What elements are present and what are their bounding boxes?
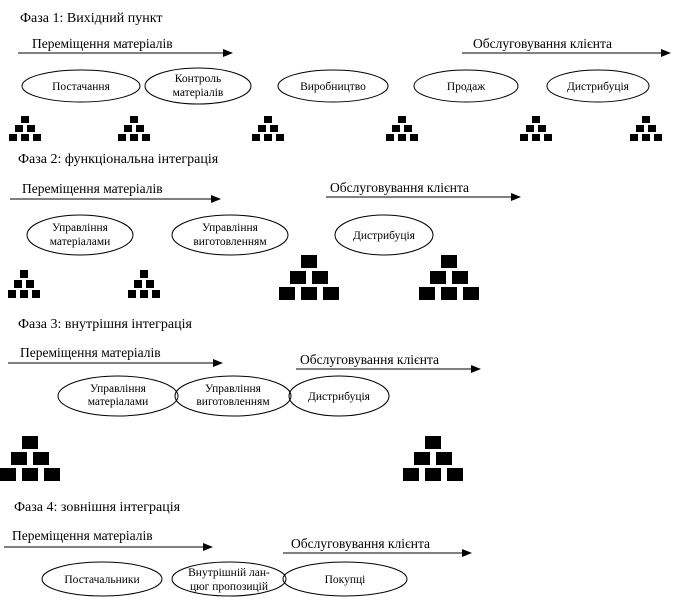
inventory-stack-icon bbox=[520, 116, 552, 141]
process-node: Внутрішній лан- цюг пропозицій bbox=[171, 561, 287, 597]
inventory-stack-icon bbox=[630, 116, 662, 141]
process-node: Постачальники bbox=[41, 561, 163, 597]
node-label: Постачання bbox=[52, 81, 110, 93]
node-label: Дистрибуція bbox=[567, 81, 630, 93]
phase-4: Фаза 4: зовнішня інтеграція Переміщення … bbox=[4, 500, 472, 597]
process-node: Дистрибуція bbox=[334, 214, 434, 256]
process-node: Управління виготовленням bbox=[171, 214, 289, 256]
node-label: виготовленням bbox=[196, 396, 270, 408]
node-label: Виробництво bbox=[300, 81, 366, 93]
node-label: матеріалів bbox=[173, 87, 224, 99]
inventory-stack-icon bbox=[8, 270, 40, 298]
node-label: виготовленням bbox=[193, 236, 267, 248]
process-node: Управління матеріалами bbox=[57, 375, 179, 417]
materials-flow-label: Переміщення матеріалів bbox=[20, 345, 161, 360]
phase-1: Фаза 1: Вихідний пункт Переміщення матер… bbox=[9, 11, 671, 141]
node-label: Дистрибуція bbox=[353, 230, 416, 242]
node-label: матеріалами bbox=[88, 396, 149, 408]
phase-title: Фаза 2: функціональна інтеграція bbox=[18, 152, 219, 167]
materials-flow-label: Переміщення матеріалів bbox=[12, 528, 153, 543]
node-label: цюг пропозицій bbox=[190, 581, 268, 593]
materials-flow-label: Переміщення матеріалів bbox=[32, 36, 173, 51]
phase-2: Фаза 2: функціональна інтеграція Переміщ… bbox=[8, 152, 521, 300]
inventory-stack-icon bbox=[9, 116, 41, 141]
node-label: Управління bbox=[205, 383, 262, 395]
node-label: Управління bbox=[202, 222, 259, 234]
process-node: Постачання bbox=[21, 69, 141, 103]
inventory-stack-icon-large bbox=[419, 255, 479, 300]
node-label: матеріалами bbox=[50, 236, 111, 248]
inventory-stack-icon-large bbox=[403, 436, 463, 481]
service-flow-label: Обслуговування клієнта bbox=[291, 536, 430, 551]
process-node: Управління матеріалами bbox=[26, 214, 134, 256]
service-flow-label: Обслуговування клієнта bbox=[300, 352, 439, 367]
phase-title: Фаза 3: внутрішня інтеграція bbox=[18, 317, 192, 332]
phase-3: Фаза 3: внутрішня інтеграція Переміщення… bbox=[0, 317, 481, 481]
process-node: Управління виготовленням bbox=[174, 375, 292, 417]
process-node: Контроль матеріалів bbox=[144, 67, 252, 105]
node-label: Покупці bbox=[325, 574, 366, 586]
node-label: Управління bbox=[52, 222, 109, 234]
phase-title: Фаза 4: зовнішня інтеграція bbox=[14, 500, 181, 515]
materials-flow-label: Переміщення матеріалів bbox=[22, 181, 163, 196]
node-label: Постачальники bbox=[64, 574, 139, 586]
inventory-stack-icon-large bbox=[0, 436, 60, 481]
process-node: Покупці bbox=[282, 561, 408, 597]
process-node: Дистрибуція bbox=[288, 375, 390, 417]
phase-title: Фаза 1: Вихідний пункт bbox=[20, 11, 162, 26]
node-label: Продаж bbox=[447, 81, 485, 93]
inventory-stack-icon bbox=[386, 116, 418, 141]
process-node: Дистрибуція bbox=[546, 69, 650, 103]
process-node: Продаж bbox=[413, 69, 519, 103]
process-node: Виробництво bbox=[277, 69, 389, 103]
inventory-stack-icon bbox=[118, 116, 150, 141]
node-label: Внутрішній лан- bbox=[188, 567, 270, 579]
inventory-stack-icon bbox=[128, 270, 160, 298]
node-label: Контроль bbox=[175, 73, 222, 85]
node-label: Дистрибуція bbox=[308, 391, 371, 403]
inventory-stack-icon-large bbox=[279, 255, 339, 300]
service-flow-label: Обслуговування клієнта bbox=[473, 36, 612, 51]
node-label: Управління bbox=[90, 383, 147, 395]
inventory-stack-icon bbox=[252, 116, 284, 141]
service-flow-label: Обслуговування клієнта bbox=[330, 180, 469, 195]
